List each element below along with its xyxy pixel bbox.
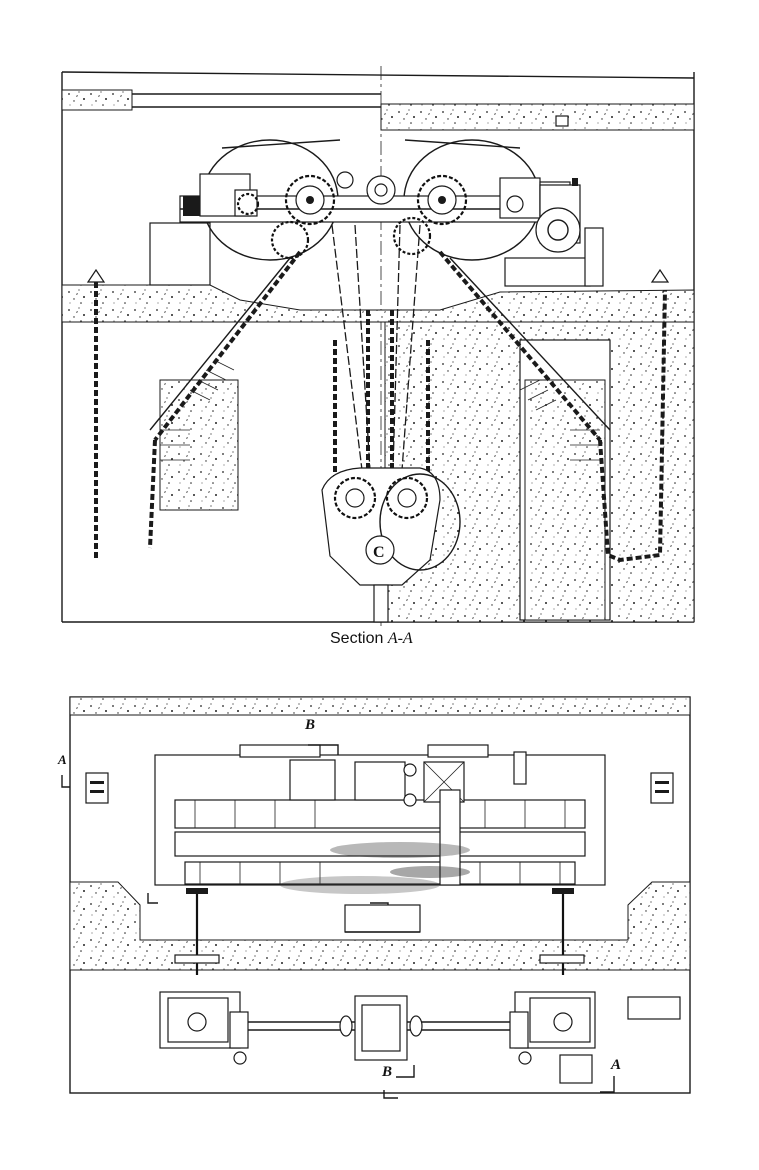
anchor-block-left-icon: [86, 773, 108, 803]
nameplate-box: [628, 997, 680, 1019]
section-caption: Section A-A: [330, 630, 413, 648]
plan-view-drawing: [62, 697, 690, 1098]
section-caption-prefix: Section: [330, 630, 383, 647]
section-a-a-drawing: C: [62, 66, 694, 626]
svg-text:C: C: [373, 544, 385, 561]
section-marker-a-right: A: [611, 1057, 621, 1074]
section-marker-b-bottom: B: [382, 1064, 392, 1081]
section-marker-b-top: B: [305, 717, 315, 734]
drive-unit-right: [510, 992, 595, 1083]
anchor-block-right-icon: [651, 773, 673, 803]
section-caption-id: A-A: [388, 630, 413, 647]
center-coupling-motor: [355, 996, 407, 1060]
section-marker-a-left: A: [58, 752, 67, 768]
motor-right: [536, 178, 580, 252]
drive-unit-left: [160, 992, 248, 1064]
